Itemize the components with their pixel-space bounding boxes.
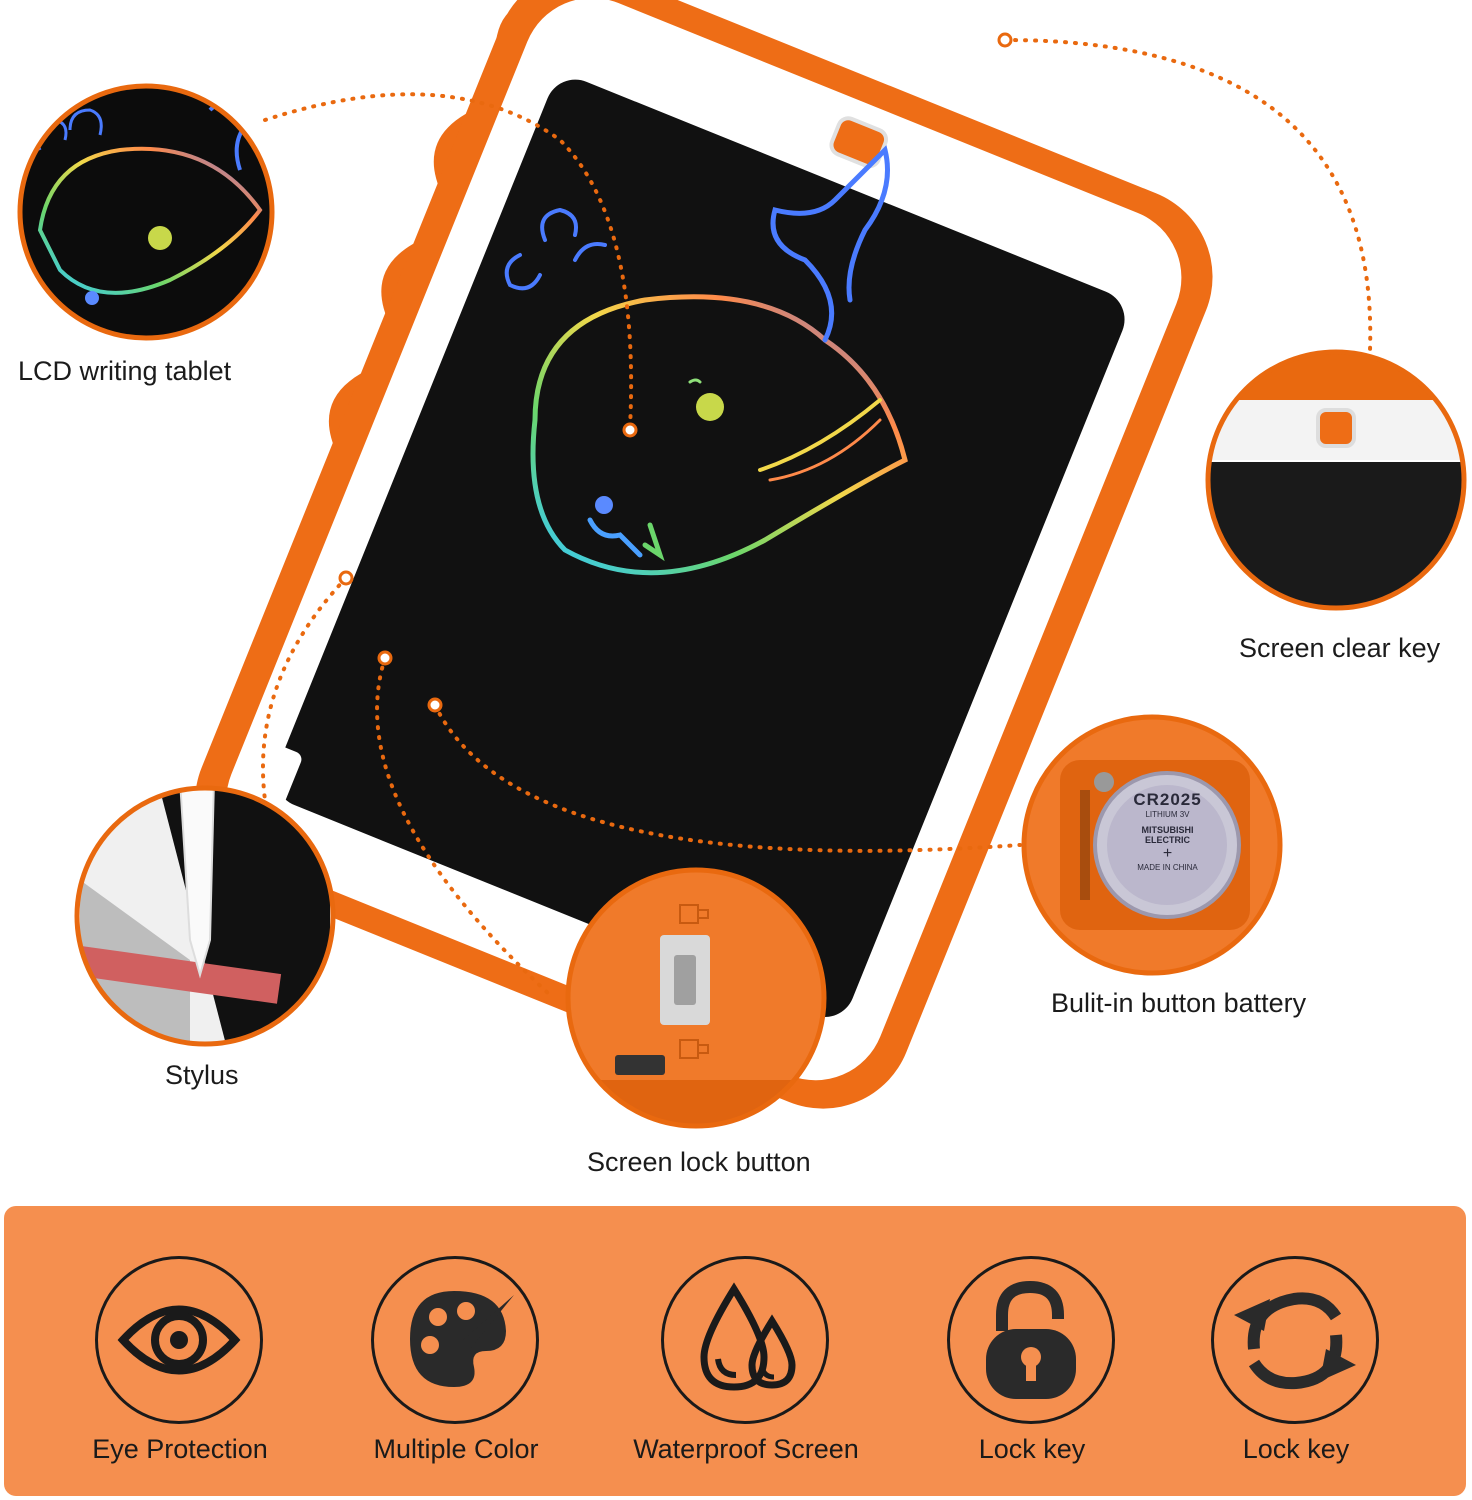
feature-multiple-color: Multiple Color bbox=[326, 1256, 586, 1486]
feature-bar: Eye Protection Multiple Color Waterproof bbox=[4, 1206, 1466, 1496]
battery-label: Bulit-in button battery bbox=[1051, 988, 1307, 1018]
stylus-label: Stylus bbox=[165, 1060, 239, 1090]
lcd-closeup bbox=[20, 86, 272, 338]
feature-label: Lock key bbox=[1242, 1434, 1350, 1464]
feature-label: Eye Protection bbox=[92, 1434, 268, 1464]
feature-label: Lock key bbox=[978, 1434, 1086, 1464]
lock-button-label: Screen lock button bbox=[587, 1147, 811, 1177]
stylus-closeup bbox=[77, 788, 333, 1044]
clear-key-closeup bbox=[1208, 352, 1464, 608]
battery-closeup bbox=[1024, 717, 1280, 973]
water-drops-icon bbox=[661, 1256, 829, 1424]
battery-chem: LITHIUM 3V bbox=[1145, 810, 1190, 819]
tablet-device bbox=[195, 0, 1213, 1109]
clear-key-label: Screen clear key bbox=[1239, 633, 1441, 663]
feature-eye-protection: Eye Protection bbox=[50, 1256, 310, 1486]
battery-origin: MADE IN CHINA bbox=[1137, 863, 1198, 872]
feature-waterproof: Waterproof Screen bbox=[616, 1256, 876, 1486]
feature-label: Waterproof Screen bbox=[633, 1434, 859, 1464]
refresh-arrows-icon bbox=[1211, 1256, 1379, 1424]
leader-lines bbox=[260, 38, 1373, 997]
eye-icon bbox=[95, 1256, 263, 1424]
lcd-label: LCD writing tablet bbox=[18, 356, 232, 386]
feature-lock-key-2: Lock key bbox=[1166, 1256, 1426, 1486]
feature-lock-key: Lock key bbox=[902, 1256, 1162, 1486]
palette-icon bbox=[371, 1256, 539, 1424]
whale-drawing bbox=[504, 145, 908, 576]
battery-sign: + bbox=[1162, 845, 1173, 862]
padlock-icon bbox=[947, 1256, 1115, 1424]
battery-model: CR2025 bbox=[1133, 790, 1202, 809]
feature-label: Multiple Color bbox=[373, 1434, 539, 1464]
tablet-illustration bbox=[17, 0, 1467, 1129]
